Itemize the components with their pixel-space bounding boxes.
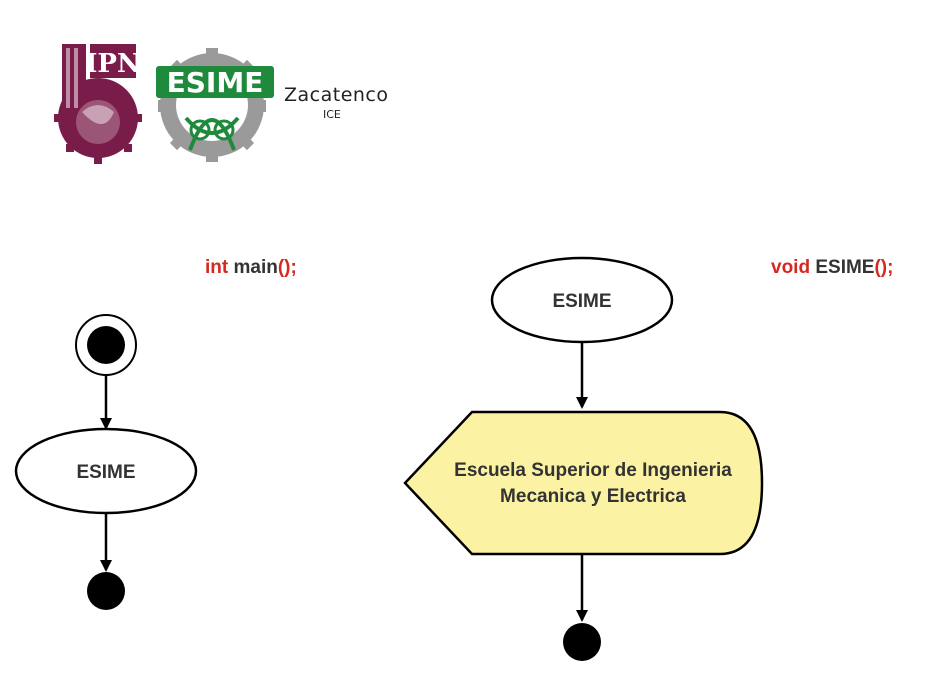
display-line-2: Mecanica y Electrica: [500, 486, 686, 507]
ipn-logo: IPN: [54, 44, 142, 164]
main-flow: ESIME: [14, 314, 198, 610]
department-text: ICE: [323, 108, 341, 121]
display-node: [403, 410, 764, 556]
esime-logo-text: ESIME: [167, 66, 264, 99]
esime-flow: ESIME Escuela Superior de Ingenieria Mec…: [403, 256, 764, 661]
main-parens: ();: [277, 257, 297, 278]
initial-node: [87, 326, 125, 364]
esime-start-label: ESIME: [552, 291, 611, 312]
main-keyword: int: [205, 257, 229, 278]
ipn-logo-text: IPN: [85, 49, 140, 79]
esime-parens: ();: [874, 257, 894, 278]
esime-keyword: void: [771, 257, 811, 278]
campus-text: Zacatenco: [284, 84, 389, 106]
display-line-1: Escuela Superior de Ingenieria: [454, 460, 732, 481]
final-node: [87, 572, 125, 610]
esime-logo: ESIME: [156, 48, 274, 162]
esime-call-label: ESIME: [76, 462, 135, 483]
main-signature: int main();: [205, 257, 297, 279]
esime-final-node: [563, 623, 601, 661]
esime-signature: void ESIME();: [771, 257, 893, 279]
esime-name: ESIME: [815, 257, 875, 278]
main-name: main: [233, 257, 278, 278]
